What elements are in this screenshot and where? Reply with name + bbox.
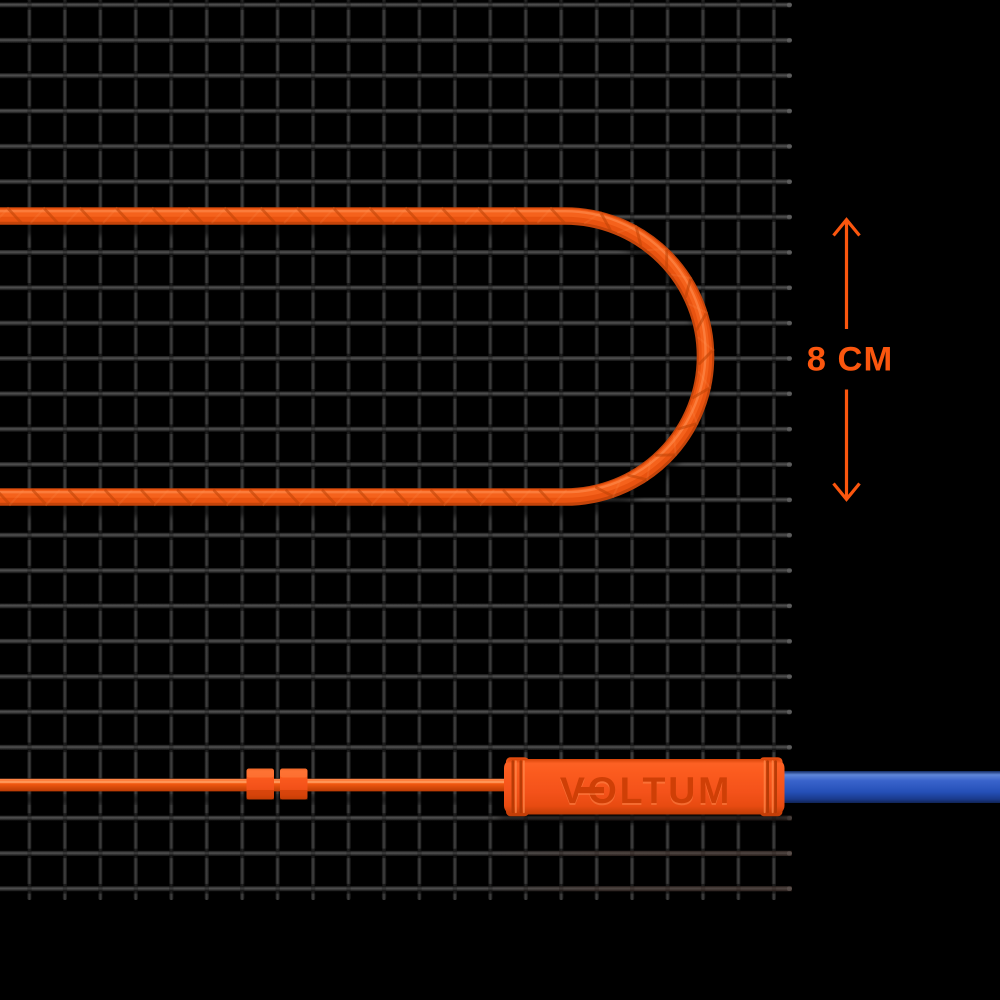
svg-text:8 CM: 8 CM <box>807 341 893 379</box>
